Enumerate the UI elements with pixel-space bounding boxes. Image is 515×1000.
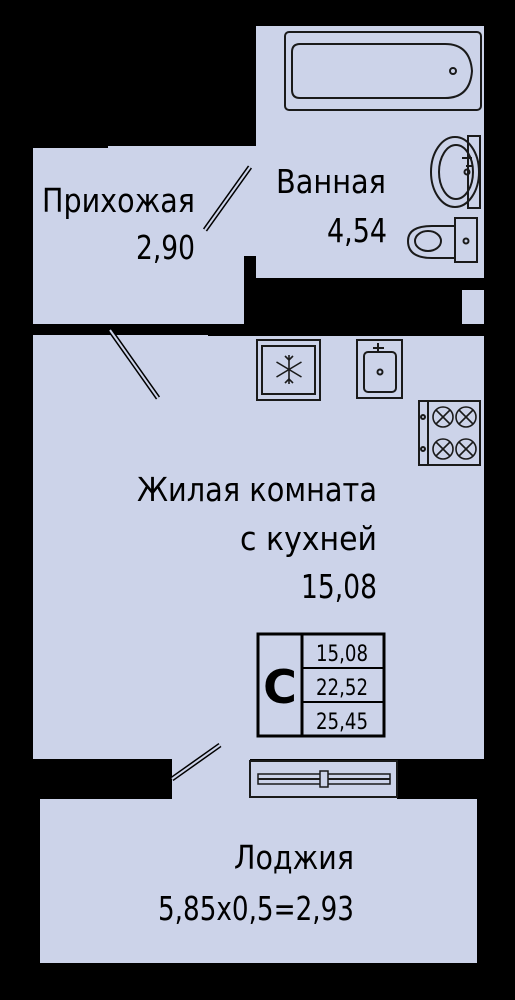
kitchen-sink-icon bbox=[356, 339, 403, 399]
living-bottom-left-wall bbox=[33, 759, 172, 799]
doors bbox=[107, 165, 253, 782]
hall-label: Прихожая bbox=[42, 181, 195, 220]
summary-total-with-loggia: 25,45 bbox=[316, 710, 368, 735]
living-label-line2: с кухней bbox=[240, 519, 377, 558]
hall-area: 2,90 bbox=[136, 228, 195, 267]
summary-living-area: 15,08 bbox=[316, 642, 368, 667]
window-recess bbox=[172, 758, 250, 798]
toilet-icon bbox=[406, 217, 478, 263]
summary-letter: С bbox=[263, 660, 297, 714]
sink-icon bbox=[430, 135, 481, 209]
living-label-line1: Жилая комната bbox=[137, 470, 377, 509]
summary-total-area: 22,52 bbox=[316, 676, 368, 701]
living-area: 15,08 bbox=[301, 567, 377, 606]
living-bottom-right-wall bbox=[397, 759, 484, 799]
bathroom-floor bbox=[256, 26, 484, 278]
hall-bath-door bbox=[202, 165, 253, 232]
loggia-door bbox=[170, 742, 222, 782]
bathtub-icon bbox=[284, 31, 482, 111]
hall-top-wall bbox=[33, 140, 108, 148]
bath-pillar bbox=[450, 278, 462, 326]
refrigerator-icon bbox=[256, 339, 321, 401]
kitchen-partition bbox=[208, 324, 484, 336]
area-summary-box: С 15,08 22,52 25,45 bbox=[256, 632, 386, 738]
floor-areas bbox=[33, 26, 484, 963]
loggia-area: 5,85x0,5=2,93 bbox=[158, 889, 354, 928]
stove-icon bbox=[418, 400, 481, 466]
bath-label: Ванная bbox=[276, 162, 386, 201]
bath-wall-vertical bbox=[244, 256, 256, 326]
hall-floor bbox=[33, 146, 245, 324]
bath-bottom-wall bbox=[244, 278, 484, 290]
walls bbox=[33, 140, 484, 799]
loggia-window bbox=[249, 760, 398, 798]
loggia-floor bbox=[40, 798, 477, 963]
wall-gap-fill bbox=[245, 146, 256, 258]
loggia-label: Лоджия bbox=[234, 838, 354, 877]
hall-living-partition bbox=[33, 324, 108, 335]
bath-area: 4,54 bbox=[327, 211, 387, 250]
hall-living-door bbox=[107, 328, 161, 400]
